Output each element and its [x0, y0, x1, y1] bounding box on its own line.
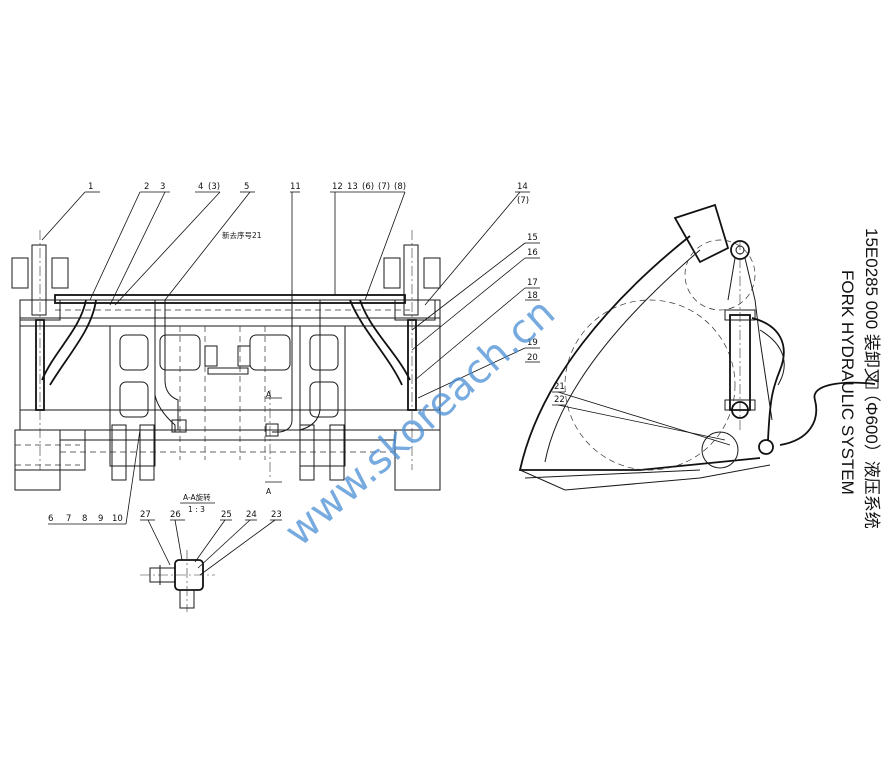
callout-8-ref: (8): [394, 182, 406, 192]
callout-4: 4: [198, 182, 203, 192]
callout-6: 6: [48, 514, 53, 524]
callout-14: 14: [517, 182, 528, 192]
callout-27: 27: [140, 510, 151, 520]
callout-numbers: 1 2 3 4 (3) 5 11 12 13 (6) (7) (8) 14 (7…: [48, 182, 565, 524]
front-view: [11, 230, 441, 491]
callout-21: 21: [554, 382, 565, 392]
callout-1: 1: [88, 182, 93, 192]
callout-11: 11: [290, 182, 301, 192]
callout-16: 16: [527, 248, 538, 258]
section-a-a: [140, 550, 215, 612]
section-mark-bottom: A: [266, 487, 272, 496]
callout-19: 19: [527, 338, 538, 348]
drawing-title-en: FORK HYDRAULIC SYSTEM: [838, 270, 857, 495]
callout-13: 13: [347, 182, 358, 192]
callout-7: 7: [66, 514, 71, 524]
callout-3-ref: (3): [208, 182, 220, 192]
section-label: A-A旋转: [183, 492, 211, 502]
callout-26: 26: [170, 510, 181, 520]
callout-15: 15: [527, 233, 538, 243]
callout-24: 24: [246, 510, 257, 520]
side-view: [518, 203, 879, 491]
callout-9: 9: [98, 514, 103, 524]
callout-7-ref: (7): [378, 182, 390, 192]
section-scale: 1 : 3: [188, 505, 205, 514]
callout-6-ref: (6): [362, 182, 374, 192]
callout-18: 18: [527, 291, 538, 301]
callout-12: 12: [332, 182, 343, 192]
watermark: www.skoreach.cn: [276, 290, 564, 556]
callout-2: 2: [144, 182, 149, 192]
section-mark-top: A: [266, 390, 272, 399]
drawing-title-cn: 15E0285 000 装卸叉（Φ600）液压系统: [862, 228, 881, 529]
callout-23: 23: [271, 510, 282, 520]
callout-25: 25: [221, 510, 232, 520]
callout-5: 5: [244, 182, 249, 192]
callout-10: 10: [112, 514, 123, 524]
callout-7-ref-b: (7): [517, 196, 529, 206]
callout-22: 22: [554, 395, 565, 405]
callout-17: 17: [527, 278, 538, 288]
callout-8: 8: [82, 514, 87, 524]
callout-20: 20: [527, 353, 538, 363]
ref-note: 新去序号21: [222, 230, 262, 240]
leader-lines: [41, 191, 731, 576]
callout-3: 3: [160, 182, 165, 192]
